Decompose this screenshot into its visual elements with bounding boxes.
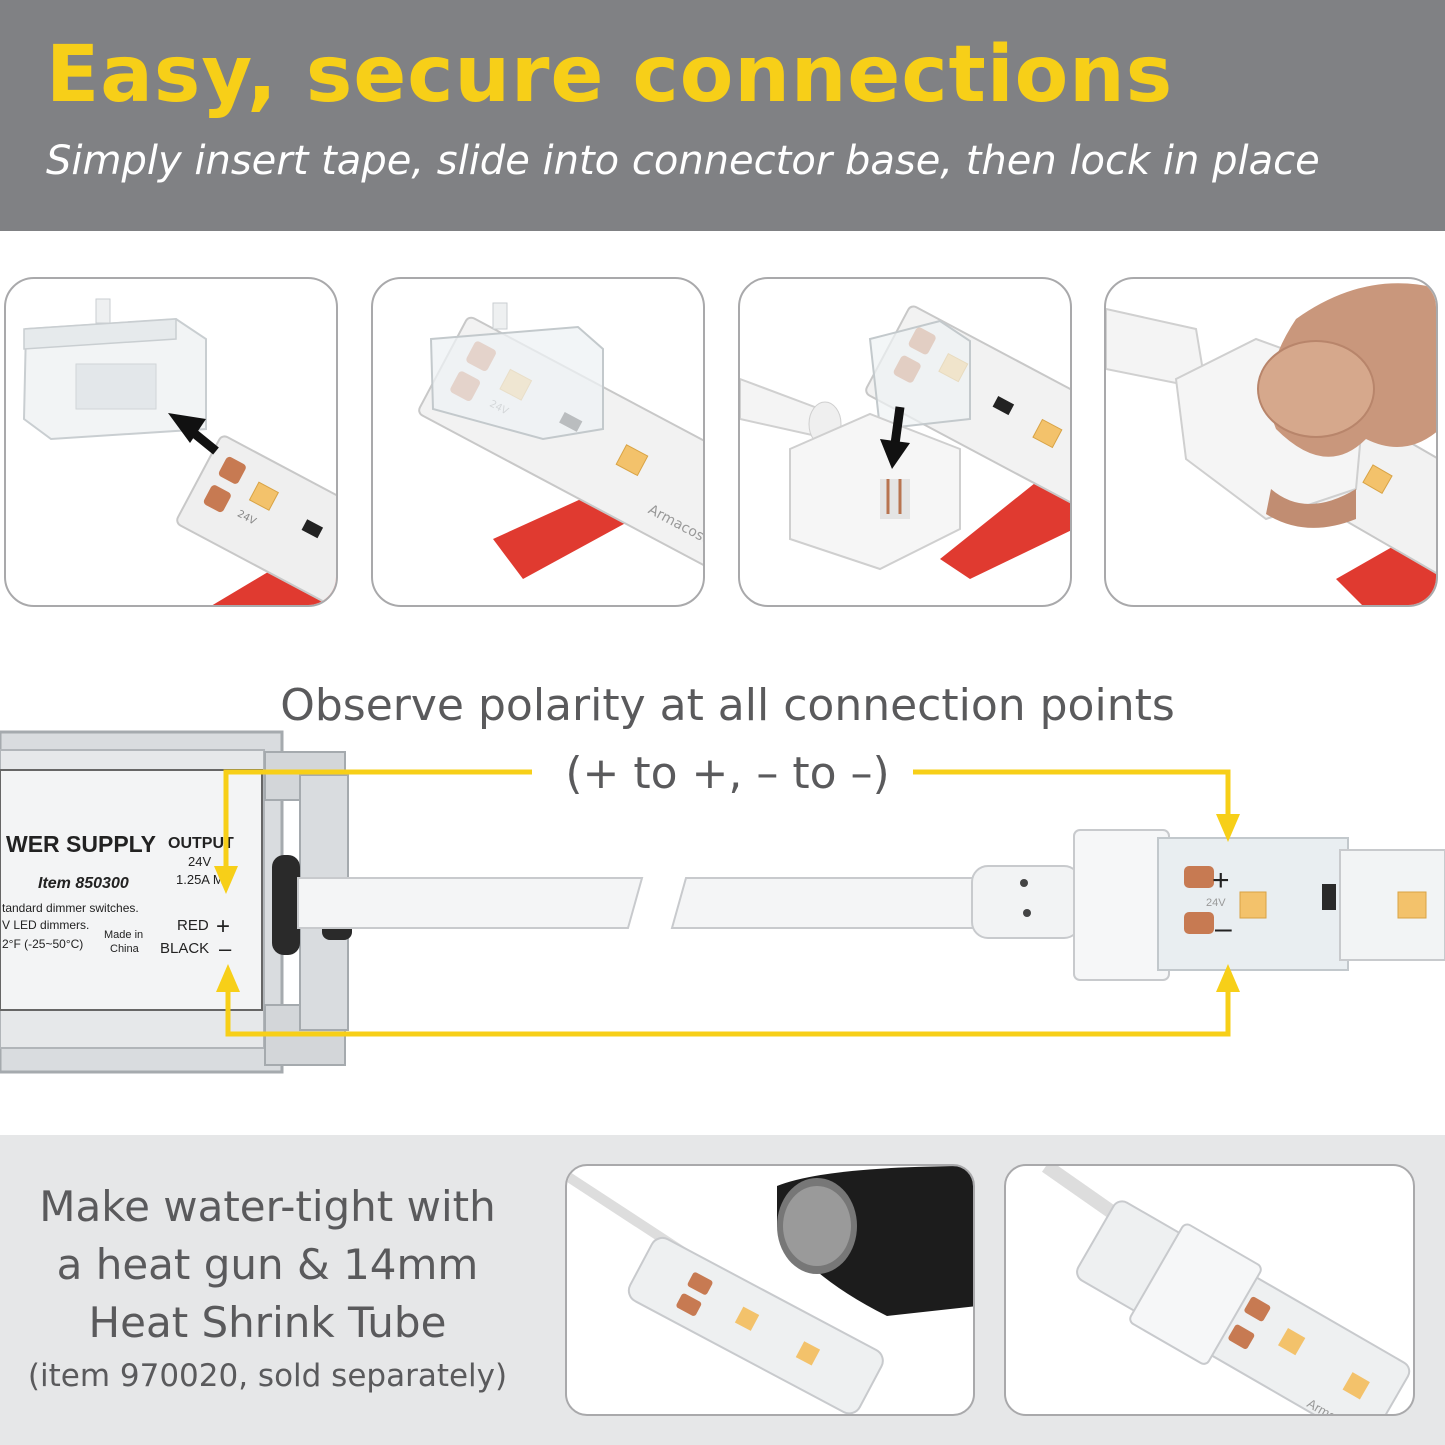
footer-line-1: Make water-tight with bbox=[39, 1182, 496, 1231]
connector-plus: + bbox=[1212, 864, 1230, 897]
ps-plus-terminal: + bbox=[216, 913, 230, 940]
ps-minus-terminal: – bbox=[219, 936, 232, 961]
page-title: Easy, secure connections bbox=[46, 30, 1174, 120]
ps-made-in-1: Made in bbox=[104, 929, 143, 941]
cable bbox=[297, 865, 1081, 939]
power-supply bbox=[0, 730, 352, 1074]
ps-item: Item 850300 bbox=[38, 875, 129, 892]
ps-note-2: V LED dimmers. bbox=[2, 918, 89, 932]
step-2-tape-inserted: 24V Armacost bbox=[371, 277, 705, 607]
footer-line-3: Heat Shrink Tube bbox=[88, 1298, 447, 1347]
heat-gun-photo bbox=[565, 1164, 975, 1416]
ps-black-label: BLACK bbox=[160, 940, 209, 957]
ps-note-1: tandard dimmer switches. bbox=[2, 901, 139, 915]
ps-output-current: 1.25A M bbox=[176, 872, 224, 887]
insert-arrow-icon bbox=[168, 413, 219, 455]
polarity-instruction: Observe polarity at all connection point… bbox=[280, 680, 1175, 731]
step-3-slide-into-base bbox=[738, 277, 1072, 607]
footer-item-note: (item 970020, sold separately) bbox=[27, 1358, 508, 1394]
push-down-arrow-icon bbox=[880, 406, 910, 469]
tape-voltage-label: 24V bbox=[1206, 897, 1226, 909]
ps-heading: WER SUPPLY bbox=[6, 831, 156, 857]
ps-made-in-2: China bbox=[110, 943, 140, 955]
ps-output-voltage: 24V bbox=[188, 854, 211, 869]
polarity-rule: (+ to +, – to –) bbox=[565, 748, 890, 799]
sealed-connector-photo: Armacost bbox=[1004, 1164, 1415, 1416]
step-1-insert-tape: 24V bbox=[4, 277, 338, 607]
step-4-lock-in-place bbox=[1104, 277, 1438, 607]
connector: 24V bbox=[1073, 829, 1445, 981]
waterproofing-instructions: Make water-tight with a heat gun & 14mm … bbox=[0, 1178, 535, 1398]
ps-temp: 2°F (-25~50°C) bbox=[2, 937, 83, 951]
page-subtitle: Simply insert tape, slide into connector… bbox=[46, 138, 1320, 184]
header-banner: Easy, secure connections Simply insert t… bbox=[0, 0, 1445, 231]
connector-minus: – bbox=[1215, 912, 1232, 945]
wiring-diagram: WER SUPPLY Item 850300 OUTPUT 24V 1.25A … bbox=[0, 730, 1445, 1074]
footer-line-2: a heat gun & 14mm bbox=[56, 1240, 479, 1289]
polarity-arrows bbox=[223, 769, 1231, 1037]
ps-red-label: RED bbox=[177, 917, 209, 934]
ps-output-label: OUTPUT bbox=[168, 835, 234, 852]
